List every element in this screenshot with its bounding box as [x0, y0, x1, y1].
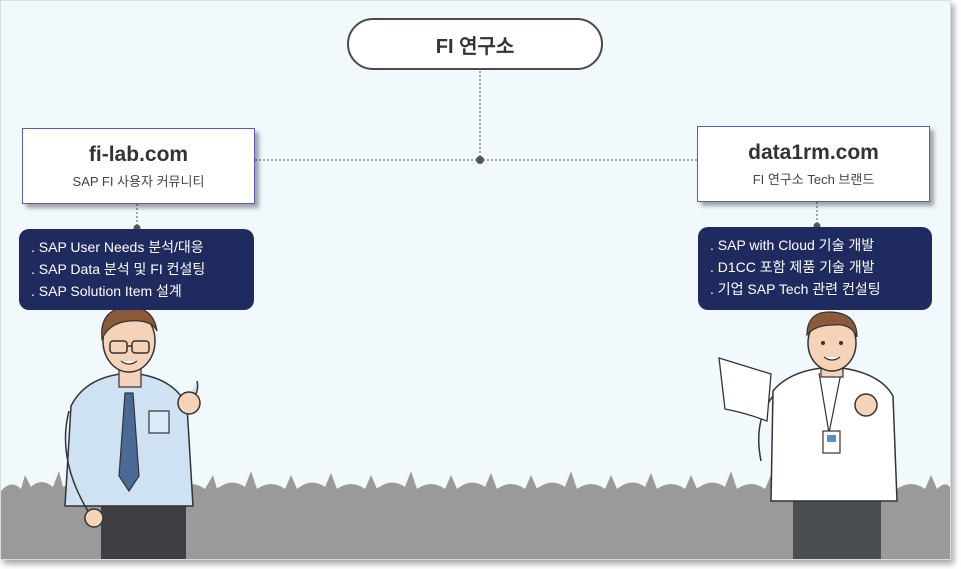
data1rm-item: . D1CC 포함 제품 기술 개발 — [710, 259, 875, 275]
root-node-title: FI 연구소 — [435, 35, 515, 58]
left-person-illustration — [64, 306, 201, 559]
fi-lab-subtitle: SAP FI 사용자 커뮤니티 — [72, 173, 205, 189]
fi-lab-node: fi-lab.com SAP FI 사용자 커뮤니티 — [22, 128, 255, 204]
fi-lab-title: fi-lab.com — [88, 142, 189, 166]
data1rm-subtitle: FI 연구소 Tech 브랜드 — [752, 171, 875, 187]
fi-lab-item: . SAP Data 분석 및 FI 컨설팅 — [31, 261, 206, 277]
diagram-canvas: FI 연구소 fi-lab.com SAP FI 사용자 커뮤니티 data1r… — [0, 0, 951, 560]
fi-lab-item: . SAP Solution Item 설계 — [31, 283, 182, 299]
right-person-illustration — [718, 311, 898, 559]
fi-lab-item: . SAP User Needs 분석/대응 — [31, 239, 204, 255]
root-node: FI 연구소 — [347, 18, 603, 70]
data1rm-item: . SAP with Cloud 기술 개발 — [710, 237, 875, 253]
fi-lab-description: . SAP User Needs 분석/대응 . SAP Data 분석 및 F… — [19, 229, 254, 310]
data1rm-item: . 기업 SAP Tech 관련 컨설팅 — [710, 281, 881, 297]
data1rm-node: data1rm.com FI 연구소 Tech 브랜드 — [697, 126, 930, 202]
data1rm-description: . SAP with Cloud 기술 개발 . D1CC 포함 제품 기술 개… — [698, 227, 932, 310]
diagram-graphics — [1, 71, 950, 559]
connector-junction-dot — [476, 156, 484, 164]
data1rm-title: data1rm.com — [748, 140, 879, 164]
